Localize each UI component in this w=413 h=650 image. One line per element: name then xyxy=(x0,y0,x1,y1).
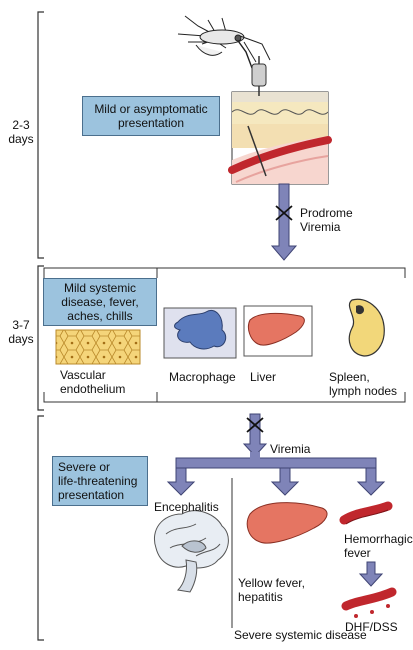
brain-icon xyxy=(154,510,229,593)
spleen-label: Spleen, lymph nodes xyxy=(329,370,398,398)
prodrome-viremia-label: Prodrome Viremia xyxy=(300,206,353,234)
injector-icon xyxy=(251,56,267,96)
vessel-icon-1 xyxy=(339,501,393,525)
vascular-endothelium-label: Vascular endothelium xyxy=(60,368,126,396)
severe-systemic-label: Severe systemic disease xyxy=(234,628,367,642)
dhf-dss-label: DHF/DSS xyxy=(345,620,398,634)
severe-presentation-box: Severe or life-threatening presentation xyxy=(52,456,148,506)
down-arrow-dhf xyxy=(358,561,384,587)
spleen-panel xyxy=(348,298,385,357)
hemorrhagic-fever-label: Hemorrhagic fever xyxy=(344,532,413,560)
skin-cross-section xyxy=(228,91,332,185)
liver-label: Liver xyxy=(250,370,277,384)
branch-arrows xyxy=(166,452,386,496)
viremia-label: Viremia xyxy=(270,442,311,456)
liver-outcome-icon xyxy=(246,502,328,544)
mosquito-icon xyxy=(177,15,271,69)
timeline-stage1-label: 2-3 days xyxy=(8,118,34,146)
down-arrow-1 xyxy=(270,183,298,261)
yellow-fever-label: Yellow fever, hepatitis xyxy=(238,576,305,604)
down-arrow-2 xyxy=(242,413,268,457)
macrophage-label: Macrophage xyxy=(169,370,236,384)
liver-panel xyxy=(243,305,313,357)
endothelium-tissue xyxy=(55,329,141,365)
vessel-icon-2 xyxy=(341,587,397,618)
macrophage-panel xyxy=(163,307,237,359)
encephalitis-label: Encephalitis xyxy=(154,500,219,514)
timeline-stage2-label: 3-7 days xyxy=(8,318,34,346)
timeline-bracket xyxy=(37,11,44,641)
mild-systemic-box: Mild systemic disease, fever, aches, chi… xyxy=(43,278,157,326)
stage2-group-bracket xyxy=(43,267,406,403)
mild-presentation-box: Mild or asymptomatic presentation xyxy=(82,96,220,136)
